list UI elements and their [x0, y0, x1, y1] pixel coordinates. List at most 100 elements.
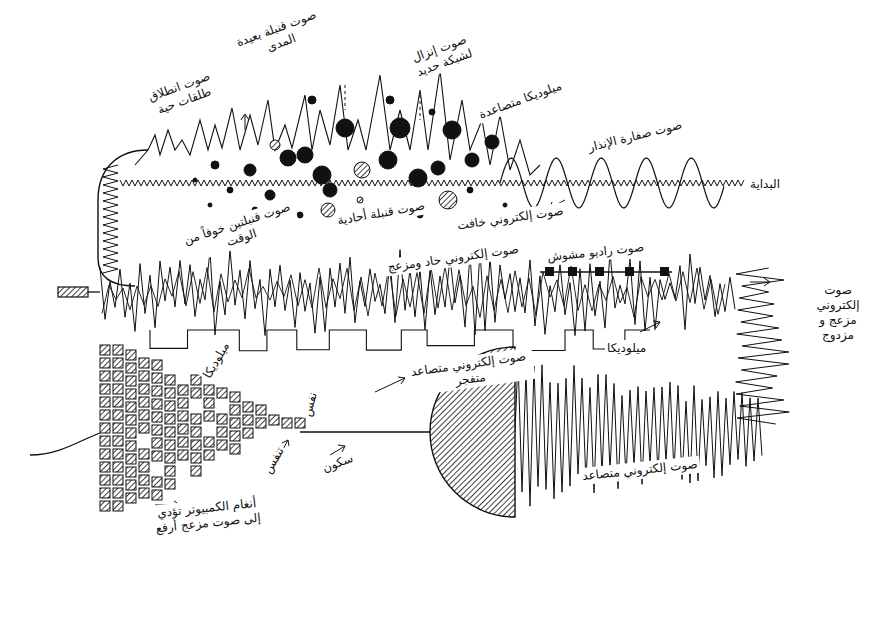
sound-dot	[208, 203, 212, 207]
grid-square	[113, 345, 123, 355]
sound-dot	[321, 203, 335, 217]
grid-square	[165, 401, 175, 411]
loop-line	[98, 150, 148, 286]
grid-square	[152, 451, 162, 461]
grid-square	[217, 388, 227, 398]
sound-dot	[409, 169, 427, 187]
sound-dot	[227, 187, 233, 193]
grid-square	[256, 405, 266, 415]
grid-square	[139, 488, 149, 498]
grid-square	[165, 414, 175, 424]
sound-dot	[323, 183, 337, 197]
grid-square	[139, 475, 149, 485]
sound-annotation: أنغام الكمبيوتر تؤدي إلى صوت مزعج أرفع	[147, 494, 269, 538]
sound-annotation: صوت قنبلتين خوفاً من الوقت	[178, 197, 301, 264]
grid-square	[139, 423, 149, 433]
grid-square	[243, 415, 253, 425]
grid-square	[152, 412, 162, 422]
grid-square	[139, 410, 149, 420]
frizzy-line	[120, 180, 744, 186]
grid-square	[113, 488, 123, 498]
sound-dot	[211, 161, 219, 169]
rising-zigzag	[515, 359, 762, 507]
grid-square	[165, 479, 175, 489]
sound-dot	[465, 153, 479, 167]
chaotic-band	[102, 266, 725, 317]
grid-square	[269, 415, 279, 425]
grid-square	[178, 385, 188, 395]
grid-square	[191, 440, 201, 450]
grid-square	[126, 467, 136, 477]
small-block	[58, 287, 88, 297]
radio-mark	[545, 267, 554, 276]
sound-dot	[308, 96, 316, 104]
radio-mark	[568, 267, 577, 276]
leader-arrows	[155, 85, 770, 509]
sound-annotation: صوت إنزال لشبكة حديد	[392, 25, 491, 87]
grid-square	[152, 373, 162, 383]
grid-square	[100, 397, 110, 407]
sound-dot	[429, 109, 435, 115]
grid-square	[204, 450, 214, 460]
sound-dot	[297, 212, 303, 218]
grid-square	[165, 453, 175, 463]
grid-square	[113, 397, 123, 407]
grid-square	[100, 410, 110, 420]
grid-square	[230, 418, 240, 428]
loop-spikes	[103, 165, 118, 273]
grid-square	[113, 475, 123, 485]
grid-square	[100, 345, 110, 355]
grid-square	[152, 399, 162, 409]
grid-square	[113, 449, 123, 459]
grid-square	[204, 385, 214, 395]
grid-square	[256, 418, 266, 428]
grid-square	[282, 418, 292, 428]
grid-square	[178, 411, 188, 421]
grid-square	[126, 480, 136, 490]
grid-square	[100, 501, 110, 511]
entry-line	[30, 433, 100, 455]
grid-square	[113, 436, 123, 446]
sound-annotation: ميلوديكا	[198, 338, 234, 384]
grid-square	[139, 358, 149, 368]
sound-dot	[439, 191, 457, 209]
grid-square	[165, 427, 175, 437]
sound-annotation: البداية	[748, 176, 782, 193]
grid-square	[100, 358, 110, 368]
grid-square	[204, 411, 214, 421]
sound-dot	[431, 161, 445, 175]
grid-square	[191, 466, 201, 476]
grid-square	[100, 423, 110, 433]
grid-square	[126, 441, 136, 451]
grid-square	[139, 371, 149, 381]
grid-square	[243, 402, 253, 412]
sound-annotation: تنفس	[259, 442, 290, 479]
sound-annotation: صوت إلكتروني مزعج و مزدوج	[800, 282, 876, 344]
sound-dot	[336, 119, 354, 137]
sound-annotation: صوت صفارة الإنذار	[584, 116, 685, 157]
grid-square	[113, 501, 123, 511]
sound-annotation: صوت إلكتروني خافت	[454, 202, 566, 234]
grid-square	[100, 449, 110, 459]
sound-annotation: صوت قنبلة بعيدة المدى	[229, 5, 328, 67]
grid-square	[126, 428, 136, 438]
grid-square	[191, 388, 201, 398]
connector-line	[88, 291, 100, 292]
sound-dot	[357, 197, 363, 203]
sound-dot	[313, 166, 331, 184]
grid-square	[243, 428, 253, 438]
sound-annotation: نفس	[298, 388, 322, 420]
sound-dot	[244, 164, 256, 176]
sound-annotation: صوت قنبلة أحادية	[334, 197, 428, 230]
sound-annotation: ميلوديكا متصاعدة	[475, 77, 566, 124]
grid-square	[191, 427, 201, 437]
sound-dot	[503, 203, 507, 207]
grid-square	[165, 466, 175, 476]
grid-square	[113, 371, 123, 381]
radio-line	[540, 271, 672, 272]
grid-square	[230, 405, 240, 415]
grid-square	[165, 375, 175, 385]
grid-square	[152, 438, 162, 448]
grid-square	[191, 375, 201, 385]
